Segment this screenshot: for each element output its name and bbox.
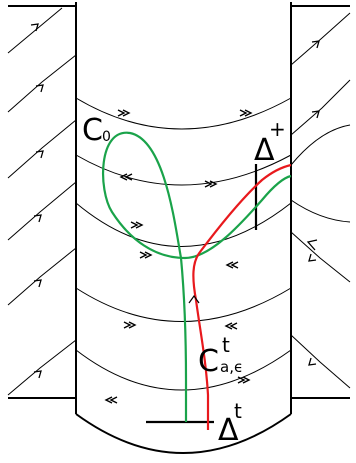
left-plane-arrow-heads: [30, 23, 44, 379]
arrowhead-l-11: [104, 396, 118, 404]
arrowhead-r-8: [123, 321, 137, 329]
label-delta-plus: Δ +: [254, 117, 286, 168]
left-arrow-5: [7, 247, 77, 306]
flow-line-3: [75, 202, 292, 247]
arrowhead-r-10: [237, 376, 251, 384]
arrowhead-r-4: [204, 180, 218, 188]
flow-line-1: [75, 97, 292, 130]
right-plane-flow-arrows: [290, 12, 351, 389]
red-curve-cat: [192, 163, 292, 430]
arrowhead-l-9: [224, 322, 238, 330]
label-delta-plus-sup: +: [269, 117, 286, 141]
right-arrow-6: [290, 334, 351, 389]
left-arrow-3: [7, 119, 77, 179]
label-delta-t: Δ t: [218, 399, 242, 448]
label-delta-t-sup: t: [234, 399, 242, 423]
arrowhead-l-3: [119, 173, 133, 181]
label-c0-sub: 0: [102, 129, 111, 145]
green-curve-c0: [102, 131, 292, 422]
left-plane-flow-arrows: [7, 7, 77, 396]
left-arrow-6: [7, 339, 77, 396]
right-arrow-3: [290, 124, 351, 166]
left-arrow-2: [7, 54, 77, 113]
red-curve-arrowhead: [188, 294, 200, 304]
flow-arrowheads: [104, 109, 253, 404]
right-arrow-4: [290, 199, 351, 223]
cylinder-flow-lines: [75, 97, 292, 391]
arrowhead-l-7: [225, 261, 239, 269]
arrowhead-r-2: [239, 109, 253, 117]
right-plane-arrow-heads: [306, 40, 320, 366]
flow-line-5: [75, 349, 292, 391]
right-arrow-2: [290, 79, 351, 136]
label-c0-main: C: [82, 113, 103, 148]
surface-outline: [8, 2, 350, 454]
label-cat: C t a,ϵ: [198, 333, 243, 379]
label-delta-plus-main: Δ: [254, 133, 275, 168]
label-c0: C 0: [82, 113, 111, 148]
left-arrow-4: [7, 181, 77, 241]
right-arrow-5: [290, 231, 351, 283]
flow-line-4: [75, 287, 292, 322]
arrowhead-r-1: [117, 109, 131, 117]
label-cat-sup: t: [222, 333, 230, 357]
label-cat-sub: a,ϵ: [220, 358, 243, 376]
label-cat-main: C: [198, 344, 219, 379]
arrowhead-r-5: [130, 221, 144, 229]
label-delta-t-main: Δ: [218, 413, 239, 448]
right-arrow-1: [290, 12, 351, 66]
arrowhead-r-6: [139, 251, 153, 259]
cylinder-bottom-arc: [75, 413, 292, 454]
